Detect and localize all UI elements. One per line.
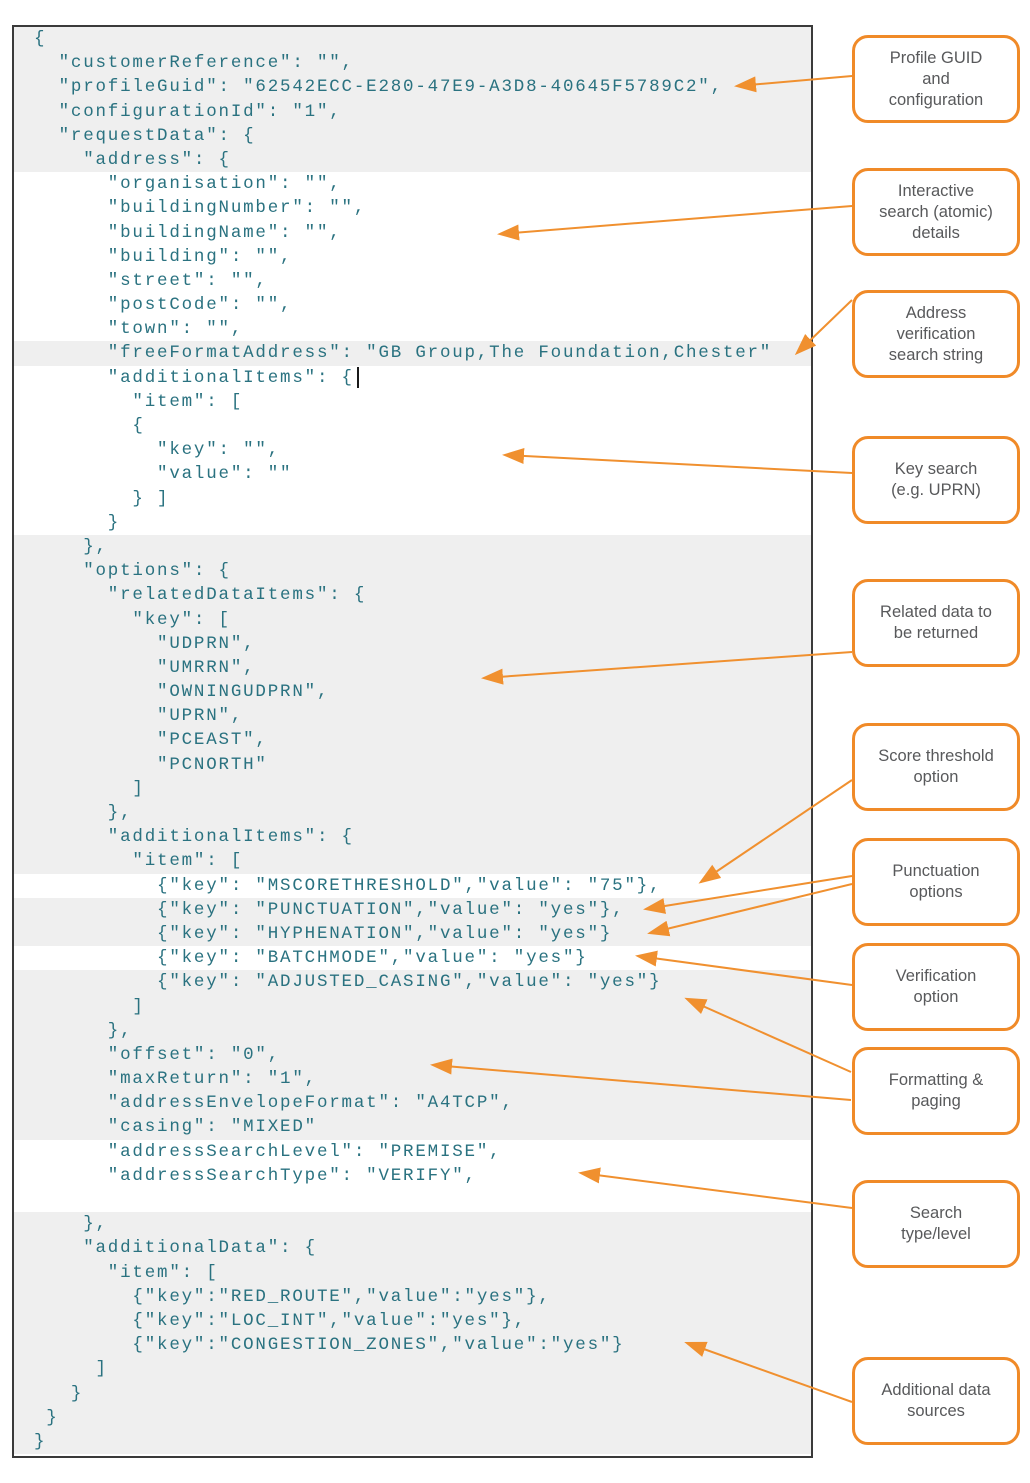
code-line: "addressEnvelopeFormat": "A4TCP", (14, 1091, 811, 1116)
code-line: "OWNINGUDPRN", (14, 680, 811, 705)
json-request-code-block: { "customerReference": "", "profileGuid"… (12, 25, 813, 1458)
code-line: "relatedDataItems": { (14, 583, 811, 608)
code-line: "key": [ (14, 607, 811, 632)
code-line: }, (14, 1212, 811, 1237)
code-line: { (34, 416, 145, 436)
code-line: "item": [ (14, 1260, 811, 1285)
callout-punctuation-options-label: Punctuation options (892, 862, 980, 901)
code-line: {"key": "HYPHENATION","value": "yes"} (14, 921, 811, 947)
callout-key-search: Key search (e.g. UPRN) (852, 436, 1020, 524)
code-line: "UMRRN", (14, 655, 811, 681)
code-line: ] (14, 1357, 811, 1382)
callout-search-type-level: Search type/level (852, 1180, 1020, 1268)
code-line: "freeFormatAddress": "GB Group,The Found… (14, 341, 811, 366)
callout-key-search-label: Key search (e.g. UPRN) (891, 460, 981, 499)
code-line: "offset": "0", (14, 1042, 811, 1068)
code-line: "UDPRN", (14, 631, 811, 656)
code-line: "customerReference": "", (14, 51, 811, 76)
code-line: } ] (34, 488, 170, 509)
code-line: "addressSearchType": "VERIFY", (34, 1165, 477, 1186)
callout-formatting-paging-label: Formatting & paging (888, 1071, 984, 1110)
callout-verification-option: Verification option (852, 943, 1020, 1031)
code-line: "PCEAST", (14, 728, 811, 753)
callout-interactive-search-details-label: Interactive search (atomic) details (879, 181, 993, 242)
text-cursor (357, 367, 359, 388)
callout-score-threshold-label: Score threshold option (878, 747, 994, 786)
code-line: ] (14, 776, 811, 801)
callout-search-type-level-label: Search type/level (901, 1204, 971, 1243)
callout-address-verification-search-string: Address verification search string (852, 290, 1020, 378)
code-line: {"key":"RED_ROUTE","value":"yes"}, (14, 1284, 811, 1309)
callout-punctuation-options: Punctuation options (852, 838, 1020, 926)
code-line: "UPRN", (14, 704, 811, 729)
code-line: {"key":"LOC_INT","value":"yes"}, (14, 1308, 811, 1334)
callout-additional-data-sources-label: Additional data sources (881, 1381, 991, 1420)
code-line: "addressSearchLevel": "PREMISE", (34, 1141, 502, 1162)
callout-verification-option-label: Verification option (895, 967, 977, 1006)
callout-related-data: Related data to be returned (852, 579, 1020, 667)
code-line: } (14, 1381, 811, 1406)
code-line: } (34, 512, 121, 533)
code-line: "street": "", (34, 270, 268, 291)
code-line: "profileGuid": "62542ECC-E280-47E9-A3D8-… (14, 75, 811, 100)
code-line (14, 1188, 811, 1212)
callout-related-data-label: Related data to be returned (880, 603, 992, 642)
callout-address-verification-search-string-label: Address verification search string (888, 303, 984, 364)
code-line: "building": "", (34, 246, 293, 267)
code-line: "options": { (14, 559, 811, 584)
callout-formatting-paging: Formatting & paging (852, 1047, 1020, 1135)
code-line: "buildingNumber": "", (34, 198, 367, 219)
code-line: "additionalItems": { (34, 367, 354, 388)
code-line: "address": { (14, 147, 811, 173)
code-line: {"key": "PUNCTUATION","value": "yes"}, (14, 897, 811, 922)
code-line: { (14, 27, 811, 52)
code-line: "buildingName": "", (34, 222, 342, 243)
code-line: }, (14, 534, 811, 560)
callout-score-threshold: Score threshold option (852, 723, 1020, 811)
code-line: "requestData": { (14, 123, 811, 148)
code-line: "item": [ (14, 849, 811, 874)
code-line: }, (14, 1018, 811, 1043)
callout-profile-guid-configuration-label: Profile GUID and configuration (888, 48, 984, 109)
code-line: }, (14, 801, 811, 826)
callout-additional-data-sources: Additional data sources (852, 1357, 1020, 1445)
code-line: {"key": "MSCORETHRESHOLD","value": "75"}… (34, 875, 662, 896)
code-line: "maxReturn": "1", (14, 1067, 811, 1092)
code-line: "key": "", (34, 440, 281, 461)
code-line: "PCNORTH" (14, 752, 811, 777)
callout-interactive-search-details: Interactive search (atomic) details (852, 168, 1020, 256)
code-line: {"key": "ADJUSTED_CASING","value": "yes"… (14, 970, 811, 995)
code-line: "item": [ (34, 391, 244, 412)
code-line: "organisation": "", (34, 174, 342, 195)
code-line: } (14, 1405, 811, 1430)
code-line: ] (14, 994, 811, 1019)
code-line: } (14, 1429, 811, 1455)
code-line: "additionalItems": { (14, 825, 811, 850)
code-line: {"key":"CONGESTION_ZONES","value":"yes"} (14, 1333, 811, 1358)
code-line: "value": "" (34, 464, 293, 485)
code-line: "town": "", (34, 319, 244, 340)
code-line: {"key": "BATCHMODE","value": "yes"} (34, 948, 588, 969)
code-line: "postCode": "", (34, 295, 293, 316)
code-line: "additionalData": { (14, 1236, 811, 1261)
code-line: "casing": "MIXED" (14, 1115, 811, 1140)
callout-profile-guid-configuration: Profile GUID and configuration (852, 35, 1020, 123)
code-line: "configurationId": "1", (14, 99, 811, 124)
